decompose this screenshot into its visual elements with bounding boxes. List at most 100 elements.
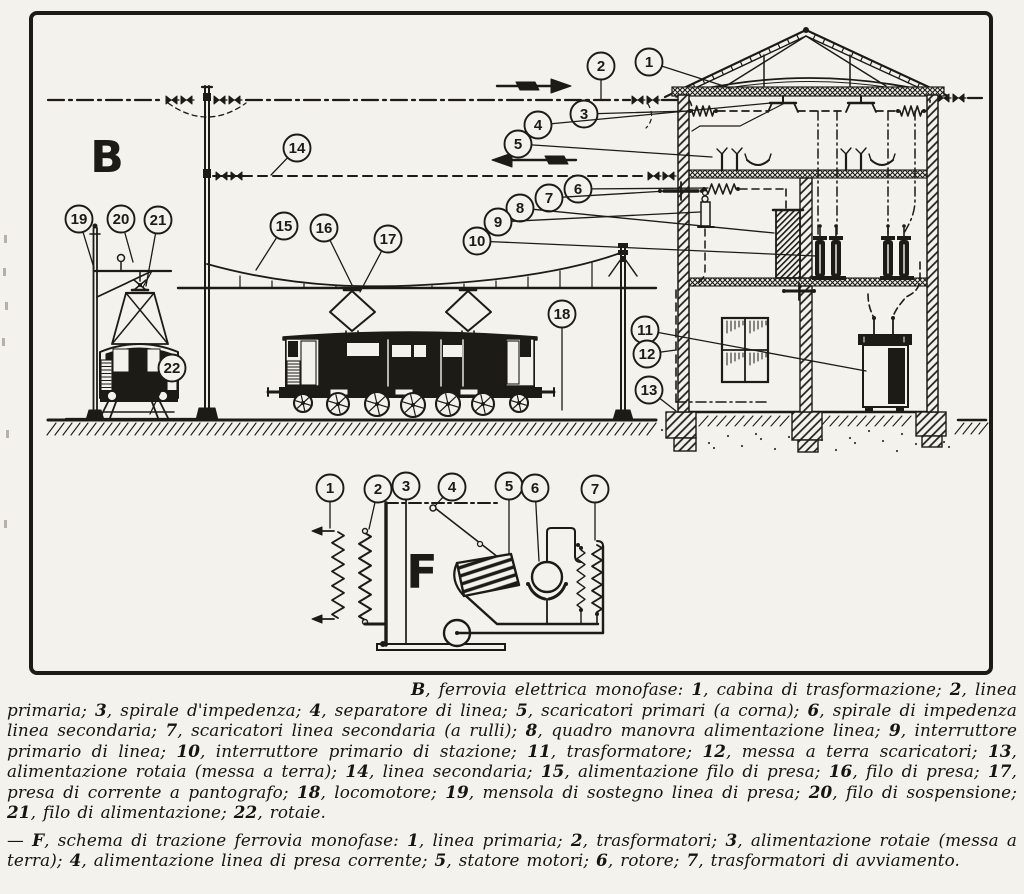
- rail: [376, 643, 506, 651]
- callout-figure_b-16: 16: [309, 213, 339, 243]
- caption-item-text: statore motori: [458, 850, 584, 870]
- figure-letter-f: F: [406, 545, 437, 599]
- caption-item-number: 15: [540, 761, 565, 781]
- caption-item-text: linea primaria: [7, 679, 1017, 720]
- caption-item-number: 4: [309, 699, 322, 720]
- caption-item-number: 6: [596, 850, 608, 870]
- caption-item-number: 6: [807, 699, 820, 720]
- oil-breaker: [880, 224, 914, 280]
- figure-captions: B, ferrovia elettrica monofase: 1, cabin…: [0, 679, 1024, 871]
- horn-arresters: [716, 147, 772, 172]
- callout-number: 5: [514, 136, 522, 153]
- callout-number: 20: [113, 211, 130, 228]
- caption-item-text: filo di sospensione: [846, 781, 1012, 802]
- caption-item-text: trasformatori: [596, 829, 712, 850]
- callout-figure_f-2: 2: [363, 474, 393, 504]
- caption-figure-letter: B: [411, 679, 426, 699]
- callout-figure_b-19: 19: [64, 204, 94, 234]
- callout-figure_f-7: 7: [580, 474, 610, 504]
- trolley-feeder: [434, 507, 504, 562]
- caption-item-text: locomotore: [334, 781, 432, 802]
- jumper-loop: [167, 102, 247, 118]
- caption-figure-b: B, ferrovia elettrica monofase: 1, cabin…: [7, 679, 1017, 822]
- catenary: [176, 251, 658, 290]
- caption-item-number: 16: [828, 761, 853, 781]
- caption-item-text: spirale di impedenza linea secondaria: [7, 699, 1017, 741]
- callout-number: 5: [505, 478, 513, 495]
- left-wall: [677, 94, 690, 413]
- caption-item-number: 9: [888, 720, 901, 740]
- callout-figure_b-6: 6: [563, 174, 593, 204]
- callout-number: 22: [164, 360, 181, 377]
- ground-floor: [675, 261, 921, 403]
- caption-item-text: filo di alimentazione: [42, 802, 222, 822]
- caption-item-text: alimentazione linea di presa corrente: [93, 850, 422, 870]
- caption-item-text: linea secondaria: [382, 761, 527, 781]
- callout-figure_f-1: 1: [315, 473, 345, 503]
- callout-number: 17: [380, 231, 397, 248]
- line-separator: [845, 95, 877, 113]
- callout-number: 14: [289, 140, 306, 157]
- caption-item-number: 2: [570, 829, 583, 850]
- callout-figure_b-7: 7: [534, 183, 564, 213]
- caption-item-text: mensola di sostegno linea di presa: [482, 781, 795, 802]
- caption-item-text: spirale d'impedenza: [120, 699, 296, 720]
- callout-number: 1: [326, 480, 334, 497]
- caption-item-number: 7: [686, 850, 699, 870]
- flow-arrow-right-icon: [495, 78, 572, 94]
- callout-number: 2: [597, 58, 605, 75]
- callout-number: 7: [545, 190, 553, 207]
- callout-figure_b-4: 4: [523, 110, 553, 140]
- figure-border: [29, 11, 993, 675]
- callout-figure_f-5: 5: [494, 471, 524, 501]
- caption-item-text: cabina di trasformazione: [716, 679, 936, 699]
- callout-number: 6: [531, 480, 539, 497]
- callout-number: 18: [554, 306, 571, 323]
- primary-line-coil: [331, 531, 345, 619]
- caption-item-text: quadro manovra alimentazione linea: [551, 720, 875, 740]
- caption-item-number: 19: [445, 781, 469, 802]
- starting-transformer-coil-2: [591, 544, 603, 613]
- impedance-coil-left: [691, 105, 715, 117]
- caption-item-number: 3: [725, 829, 738, 850]
- callout-figure_b-2: 2: [586, 51, 616, 81]
- callout-number: 2: [374, 481, 382, 498]
- caption-item-text: rotaie: [269, 802, 321, 822]
- caption-dash: —: [7, 829, 33, 850]
- line-breaker: [700, 201, 711, 227]
- ceiling-slab: [671, 86, 945, 97]
- stator: [455, 552, 521, 598]
- caption-figure-letter: F: [32, 829, 45, 850]
- secondary-impedance-coil: [705, 183, 737, 195]
- caption-item-number: 18: [296, 781, 321, 802]
- caption-item-number: 1: [691, 679, 704, 699]
- switch-room-equipment: [658, 181, 805, 287]
- caption-item-text: trasformatori di avviamento: [710, 850, 955, 870]
- pantographs: [329, 288, 492, 337]
- caption-item-number: 10: [176, 740, 200, 761]
- hv-room-equipment: [688, 99, 931, 237]
- callout-figure_b-3: 3: [569, 99, 599, 129]
- callout-figure_b-22: 22: [157, 353, 187, 383]
- callout-number: 8: [516, 200, 524, 217]
- callout-number: 13: [641, 382, 658, 399]
- caption-item-text: alimentazione filo di presa: [578, 761, 815, 781]
- caption-item-number: 3: [95, 699, 107, 720]
- callout-number: 4: [534, 117, 543, 134]
- caption-item-text: scaricatori linea secondaria (a rulli): [191, 720, 512, 740]
- callout-number: 21: [150, 212, 167, 229]
- impedance-coil-right: [899, 105, 923, 117]
- caption-item-text: linea primaria: [432, 829, 557, 850]
- callout-number: 4: [448, 479, 457, 496]
- control-panel: [775, 209, 801, 279]
- caption-item-number: 5: [434, 850, 447, 870]
- callout-figure_b-1: 1: [634, 47, 664, 77]
- callout-figure_f-6: 6: [520, 473, 550, 503]
- foundations: [665, 411, 947, 453]
- caption-item-text: interruttore primario di stazione: [215, 740, 512, 761]
- caption-item-number: 2: [949, 679, 962, 699]
